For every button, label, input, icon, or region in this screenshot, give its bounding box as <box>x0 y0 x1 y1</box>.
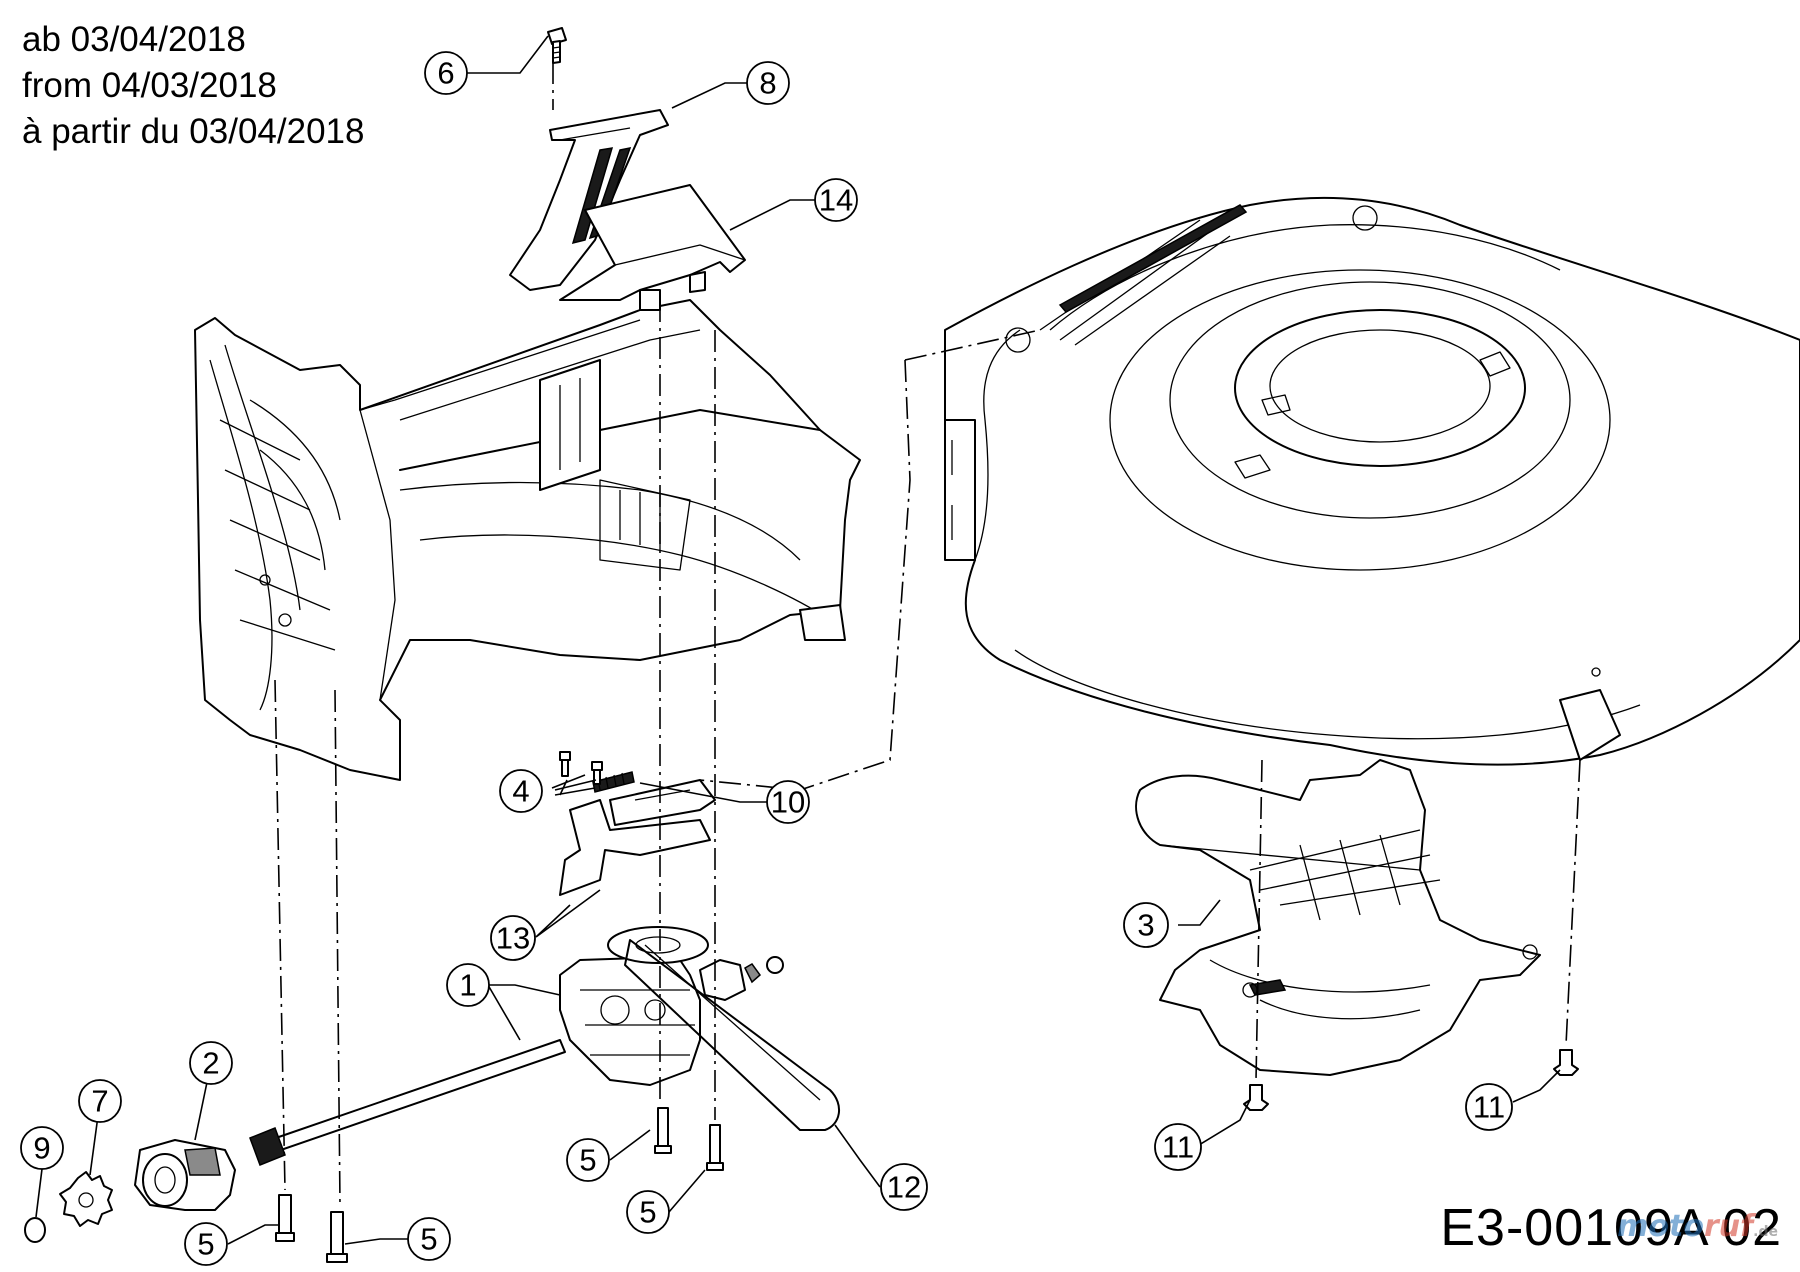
svg-text:12: 12 <box>887 1170 921 1205</box>
watermark-suffix: .de <box>1753 1224 1778 1240</box>
watermark-logo: motoruf.de <box>1617 1209 1778 1244</box>
svg-text:14: 14 <box>819 183 853 218</box>
callout-4: 4 <box>499 769 543 813</box>
date-note-german: ab 03/04/2018 <box>22 20 246 59</box>
mower-deck-icon <box>944 196 1800 766</box>
date-note-french: à partir du 03/04/2018 <box>22 112 365 151</box>
callout-8: 8 <box>746 61 790 105</box>
svg-text:2: 2 <box>202 1046 219 1081</box>
watermark-part-a: moto <box>1617 1209 1704 1244</box>
callout-3: 3 <box>1123 902 1169 948</box>
callout-11-a: 11 <box>1154 1123 1202 1171</box>
callout-11-b: 11 <box>1465 1083 1513 1131</box>
discharge-chute-icon <box>1135 759 1541 1076</box>
svg-text:8: 8 <box>759 66 776 101</box>
svg-text:4: 4 <box>512 774 529 809</box>
svg-text:9: 9 <box>33 1131 50 1166</box>
bolt-icon <box>547 27 567 64</box>
cap-icon <box>24 1217 46 1243</box>
svg-text:6: 6 <box>437 56 454 91</box>
watermark-part-b: ruf <box>1703 1209 1754 1244</box>
callout-9: 9 <box>20 1126 64 1170</box>
callout-5-c: 5 <box>184 1222 228 1266</box>
drive-belt-icon <box>624 939 840 1131</box>
callout-6: 6 <box>424 51 468 95</box>
pinion-icon <box>59 1171 113 1227</box>
bushing-icon <box>134 1139 236 1211</box>
callout-5-a: 5 <box>566 1138 610 1182</box>
svg-text:5: 5 <box>579 1143 596 1178</box>
long-bolt-icon <box>275 1107 724 1263</box>
svg-text:7: 7 <box>91 1084 108 1119</box>
leader-lines <box>35 35 1561 1245</box>
gearbox-icon <box>249 926 784 1166</box>
screw-icon <box>559 751 603 785</box>
bracket-icon <box>559 779 716 896</box>
svg-text:5: 5 <box>639 1195 656 1230</box>
callout-5-d: 5 <box>407 1217 451 1261</box>
assembly-axis-lines <box>274 62 1581 1206</box>
svg-text:10: 10 <box>771 785 805 820</box>
svg-text:1: 1 <box>459 968 476 1003</box>
svg-text:13: 13 <box>496 921 530 956</box>
callout-5-b: 5 <box>626 1190 670 1234</box>
diagram-reference-code: E3-00109A 02 <box>1440 1199 1782 1257</box>
svg-text:5: 5 <box>197 1227 214 1262</box>
callout-10: 10 <box>766 780 810 824</box>
callout-1: 1 <box>446 963 490 1007</box>
svg-text:11: 11 <box>1473 1090 1505 1125</box>
callout-14: 14 <box>814 178 858 222</box>
callout-12: 12 <box>880 1163 928 1211</box>
svg-text:11: 11 <box>1162 1130 1194 1165</box>
stud-icon <box>1243 1049 1579 1111</box>
svg-text:5: 5 <box>420 1222 437 1257</box>
rear-frame-icon <box>194 299 861 781</box>
date-note-english: from 04/03/2018 <box>22 66 277 105</box>
cover-plate-icon <box>559 184 746 311</box>
callout-2: 2 <box>189 1041 233 1085</box>
handle-bracket-icon <box>509 109 669 291</box>
svg-text:3: 3 <box>1137 908 1154 943</box>
callout-7: 7 <box>78 1079 122 1123</box>
callout-13: 13 <box>490 915 536 961</box>
